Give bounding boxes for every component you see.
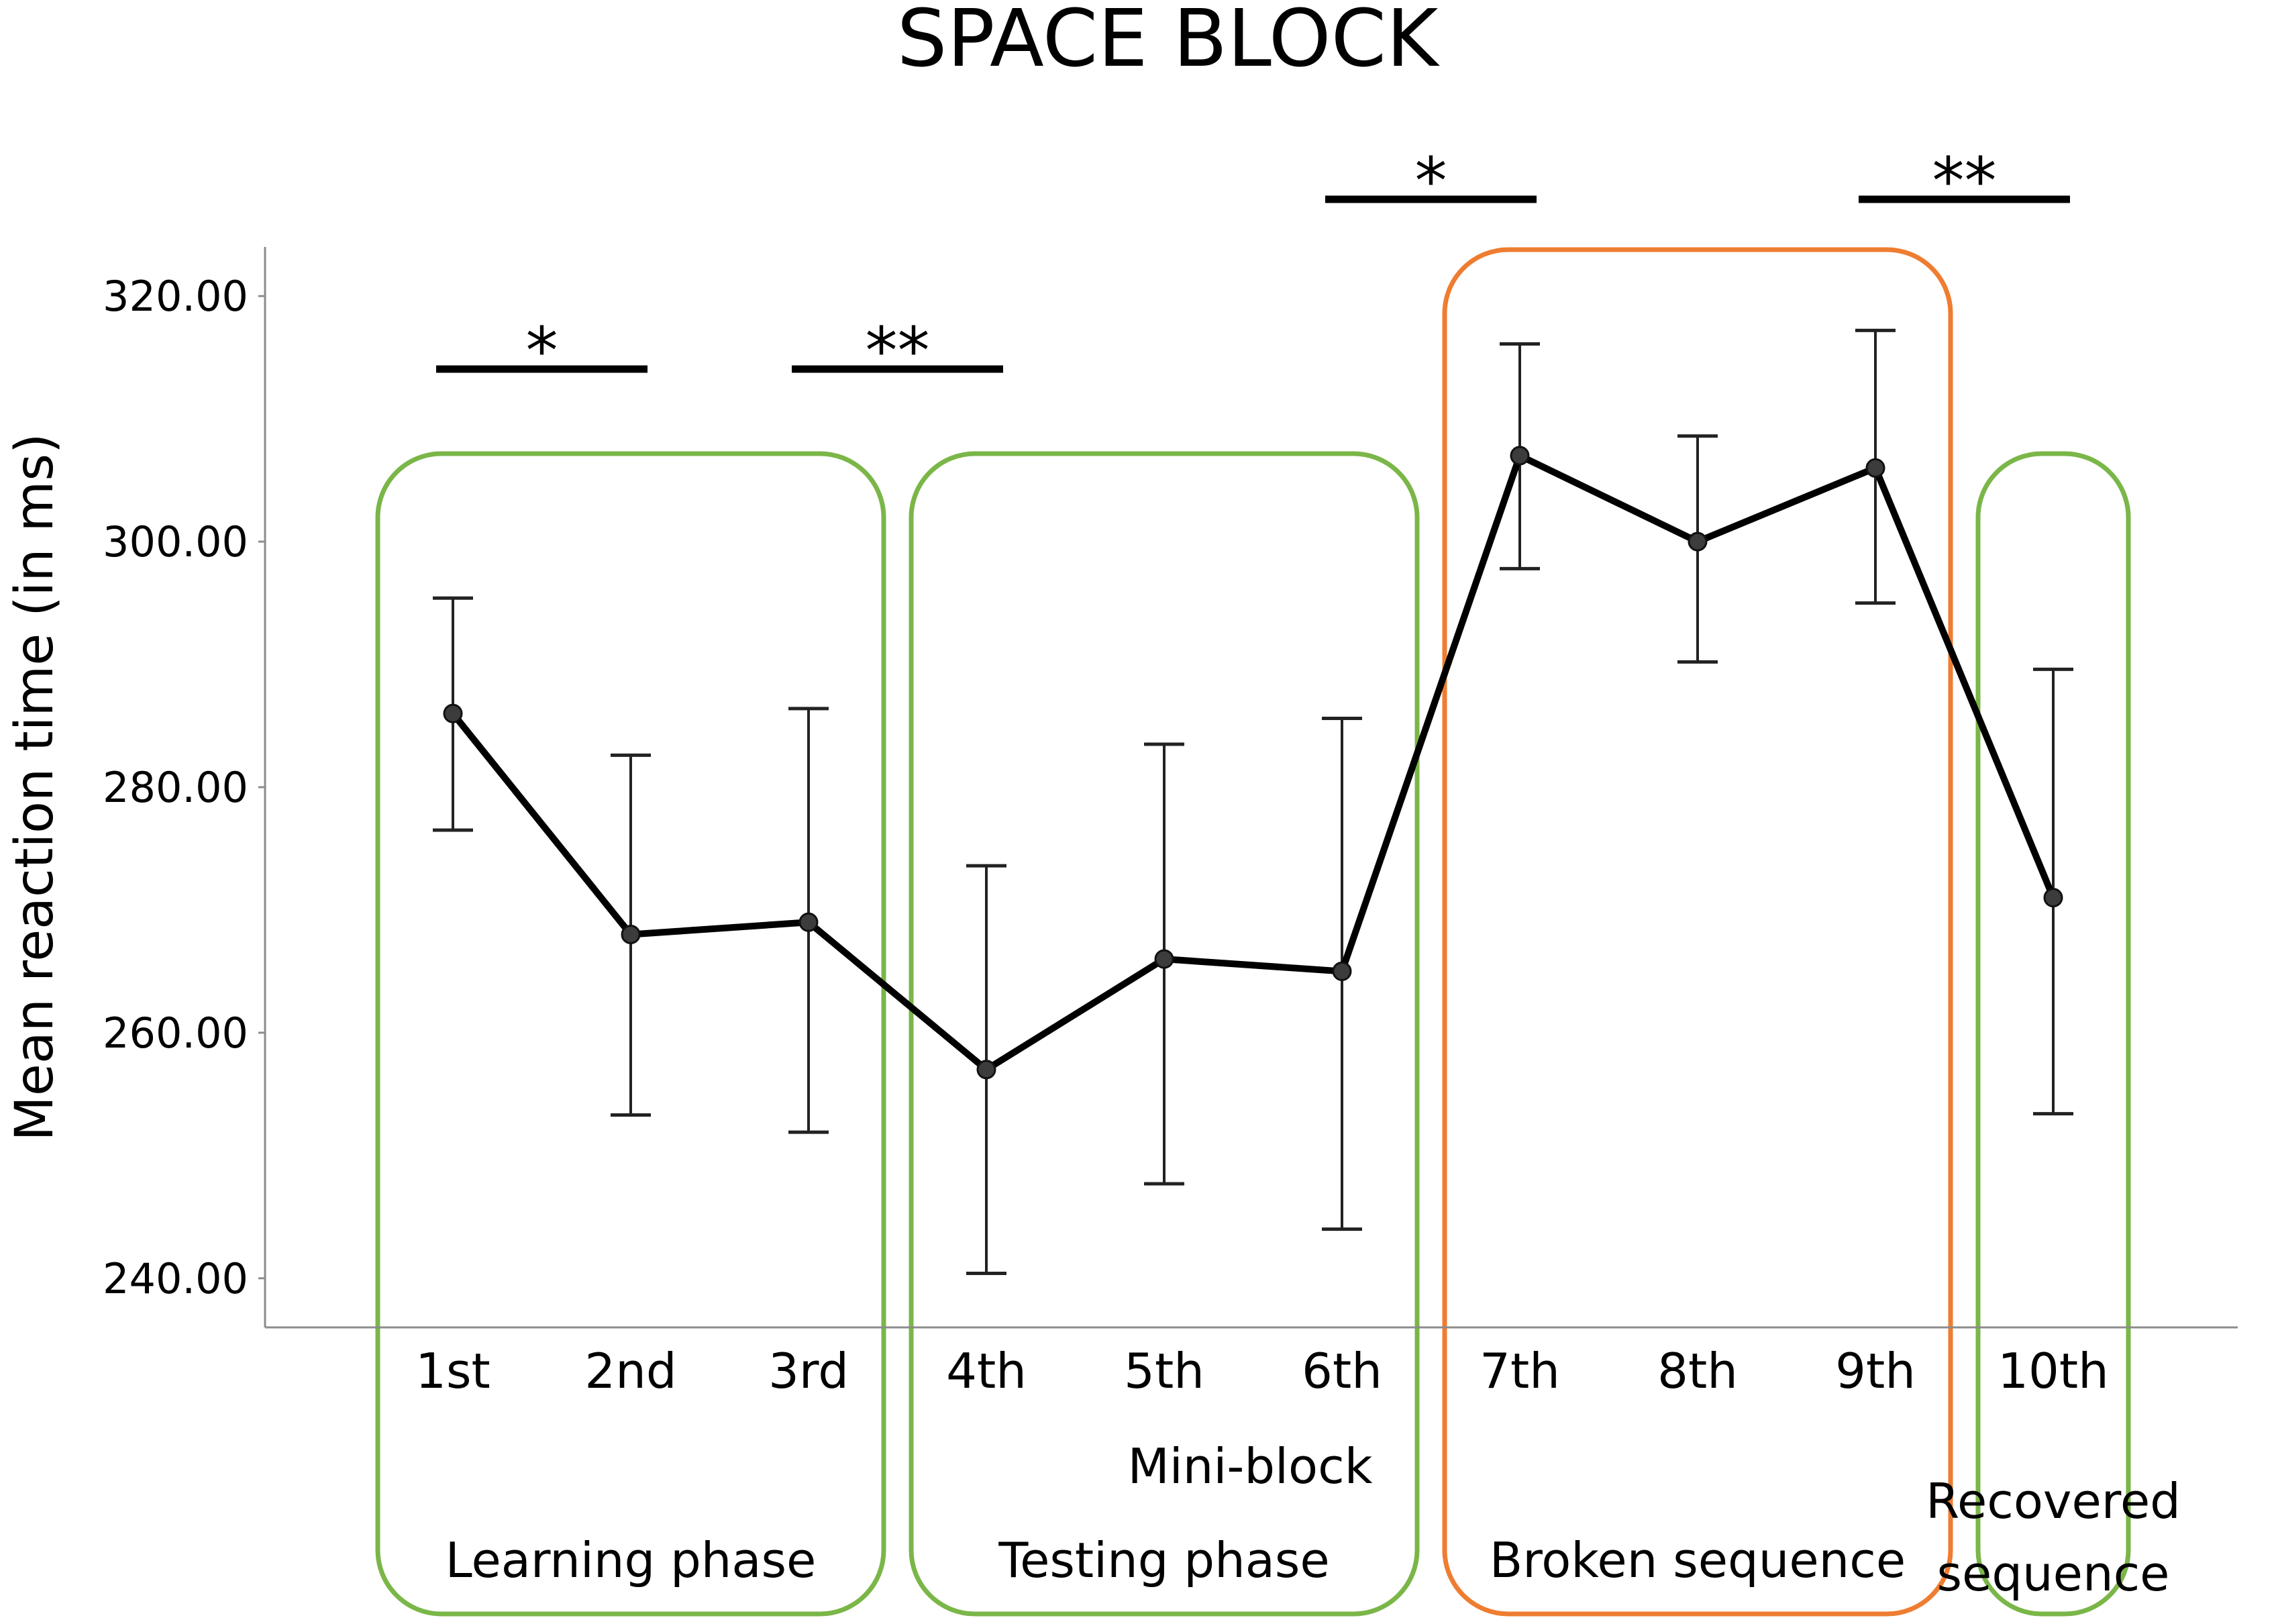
data-point-5th xyxy=(1154,949,1174,969)
x-category-labels: 1st 2nd 3rd 4th 5th 6th 7th 8th 9th 10th xyxy=(415,1343,2109,1399)
data-point-6th xyxy=(1332,961,1352,981)
x-tick-label-10th: 10th xyxy=(1998,1343,2108,1399)
group-box-1 xyxy=(909,451,1420,1617)
group-label-1-line-0: Testing phase xyxy=(998,1532,1329,1588)
data-point-2nd xyxy=(621,925,641,945)
data-point-9th xyxy=(1865,458,1885,478)
group-label-2-line-0: Broken sequence xyxy=(1490,1532,1906,1588)
series-line xyxy=(450,452,2057,1073)
significance-markers: ****** xyxy=(436,144,2070,389)
group-box-2 xyxy=(1442,247,1953,1617)
x-tick-label-8th: 8th xyxy=(1657,1343,1738,1399)
data-point-3rd xyxy=(798,912,819,932)
x-tick-label-7th: 7th xyxy=(1480,1343,1560,1399)
significance-label-1: ** xyxy=(866,313,930,389)
significance-label-0: * xyxy=(526,313,558,389)
group-box-3 xyxy=(1975,451,2131,1617)
y-tick-label-2: 280.00 xyxy=(103,763,248,812)
group-label-3-line-0: Recovered xyxy=(1926,1473,2181,1529)
y-tick-label-4: 320.00 xyxy=(103,272,248,321)
y-tick-label-0: 240.00 xyxy=(103,1254,248,1303)
x-tick-label-6th: 6th xyxy=(1302,1343,1382,1399)
x-tick-label-9th: 9th xyxy=(1835,1343,1916,1399)
y-axis-label: Mean reaction time (in ms) xyxy=(5,434,65,1141)
y-tick-label-3: 300.00 xyxy=(103,517,248,566)
x-tick-label-3rd: 3rd xyxy=(768,1343,849,1399)
x-tick-label-2nd: 2nd xyxy=(584,1343,676,1399)
significance-label-2: * xyxy=(1415,144,1447,219)
x-tick-label-1st: 1st xyxy=(415,1343,490,1399)
group-boxes xyxy=(375,247,2131,1617)
group-box-0 xyxy=(375,451,886,1617)
y-tick-label-1: 260.00 xyxy=(103,1009,248,1058)
x-axis-label: Mini-block xyxy=(1128,1438,1373,1494)
data-point-10th xyxy=(2043,888,2063,908)
x-tick-label-5th: 5th xyxy=(1124,1343,1204,1399)
group-label-3-line-1: sequence xyxy=(1937,1545,2170,1602)
data-points xyxy=(443,446,2063,1080)
data-point-7th xyxy=(1510,446,1530,466)
group-label-0-line-0: Learning phase xyxy=(446,1532,817,1588)
data-point-4th xyxy=(976,1060,996,1080)
significance-label-3: ** xyxy=(1932,144,1997,219)
y-ticks: 240.00 260.00 280.00 300.00 320.00 xyxy=(103,272,265,1303)
group-labels: Learning phase Testing phase Broken sequen… xyxy=(446,1473,2181,1602)
x-tick-label-4th: 4th xyxy=(946,1343,1027,1399)
chart-title: SPACE BLOCK xyxy=(897,0,1440,85)
error-bars xyxy=(433,328,2073,1275)
data-point-1st xyxy=(443,703,463,723)
series-line-layer xyxy=(450,452,2057,1073)
data-point-8th xyxy=(1688,531,1708,552)
